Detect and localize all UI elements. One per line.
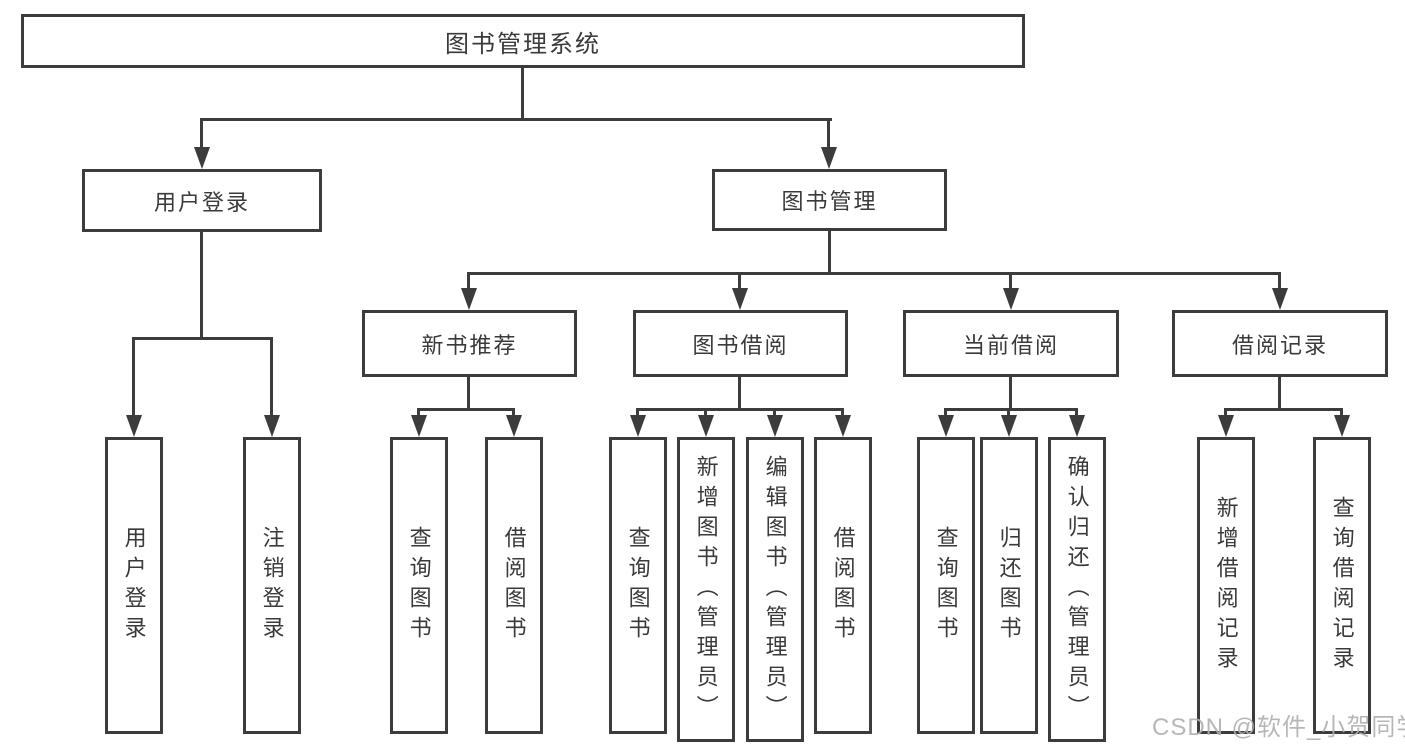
connector-arrow [1217, 408, 1234, 437]
leaf-query-books-borrow: 查询图书 [609, 437, 667, 734]
connector-recommend-hbar [417, 408, 515, 411]
connector-arrow [125, 337, 142, 437]
connector-book-management-hbar [467, 272, 1281, 275]
connector-arrow [505, 408, 522, 437]
connector-arrow [1333, 408, 1350, 437]
connector-current-borrow-hbar [944, 408, 1078, 411]
leaf-add-borrow-record: 新增借阅记录 [1197, 437, 1255, 734]
node-user-login: 用户登录 [82, 169, 322, 232]
node-current-borrow: 当前借阅 [903, 310, 1119, 377]
connector-user-login-stem [200, 232, 203, 337]
connector-arrow [1000, 408, 1017, 437]
connector-book-borrow-hbar [636, 408, 844, 411]
leaf-edit-book-admin: 编辑图书（管理员） [746, 437, 804, 742]
watermark-text: CSDN @软件_小贺同学 [1152, 714, 1405, 741]
connector-arrow [731, 272, 748, 310]
leaf-borrow-books-recommend: 借阅图书 [485, 437, 543, 734]
leaf-add-book-admin: 新增图书（管理员） [677, 437, 735, 742]
leaf-logout: 注销登录 [243, 437, 301, 734]
connector-arrow [460, 272, 477, 310]
leaf-user-login: 用户登录 [105, 437, 163, 734]
connector-arrow [410, 408, 427, 437]
connector-arrow [629, 408, 646, 437]
connector-arrow [766, 408, 783, 437]
connector-root-stem [521, 68, 524, 118]
connector-arrow [1068, 408, 1085, 437]
connector-arrow [834, 408, 851, 437]
connector-borrow-records-hbar [1224, 408, 1343, 411]
node-borrow-records: 借阅记录 [1172, 310, 1388, 377]
leaf-query-books-current: 查询图书 [917, 437, 975, 734]
connector-arrow [263, 337, 280, 437]
connector-arrow [937, 408, 954, 437]
node-book-borrow: 图书借阅 [633, 310, 848, 377]
node-book-management: 图书管理 [712, 169, 947, 231]
leaf-query-books-recommend: 查询图书 [390, 437, 448, 734]
connector-arrow [193, 118, 210, 169]
connector-borrow-records-stem [1278, 377, 1281, 408]
leaf-borrow-books: 借阅图书 [814, 437, 872, 734]
leaf-confirm-return-admin: 确认归还（管理员） [1048, 437, 1106, 742]
connector-arrow [1271, 272, 1288, 310]
connector-arrow [697, 408, 714, 437]
leaf-return-book: 归还图书 [980, 437, 1038, 734]
connector-recommend-stem [467, 377, 470, 408]
node-library-management-system: 图书管理系统 [21, 14, 1025, 68]
connector-current-borrow-stem [1009, 377, 1012, 408]
node-new-book-recommend: 新书推荐 [362, 310, 577, 377]
connector-arrow [820, 118, 837, 169]
connector-book-borrow-stem [738, 377, 741, 408]
connector-book-management-stem [828, 231, 831, 272]
connector-arrow [1002, 272, 1019, 310]
leaf-query-borrow-record: 查询借阅记录 [1313, 437, 1371, 734]
connector-user-login-hbar [132, 337, 273, 340]
connector-root-hbar [200, 118, 832, 121]
